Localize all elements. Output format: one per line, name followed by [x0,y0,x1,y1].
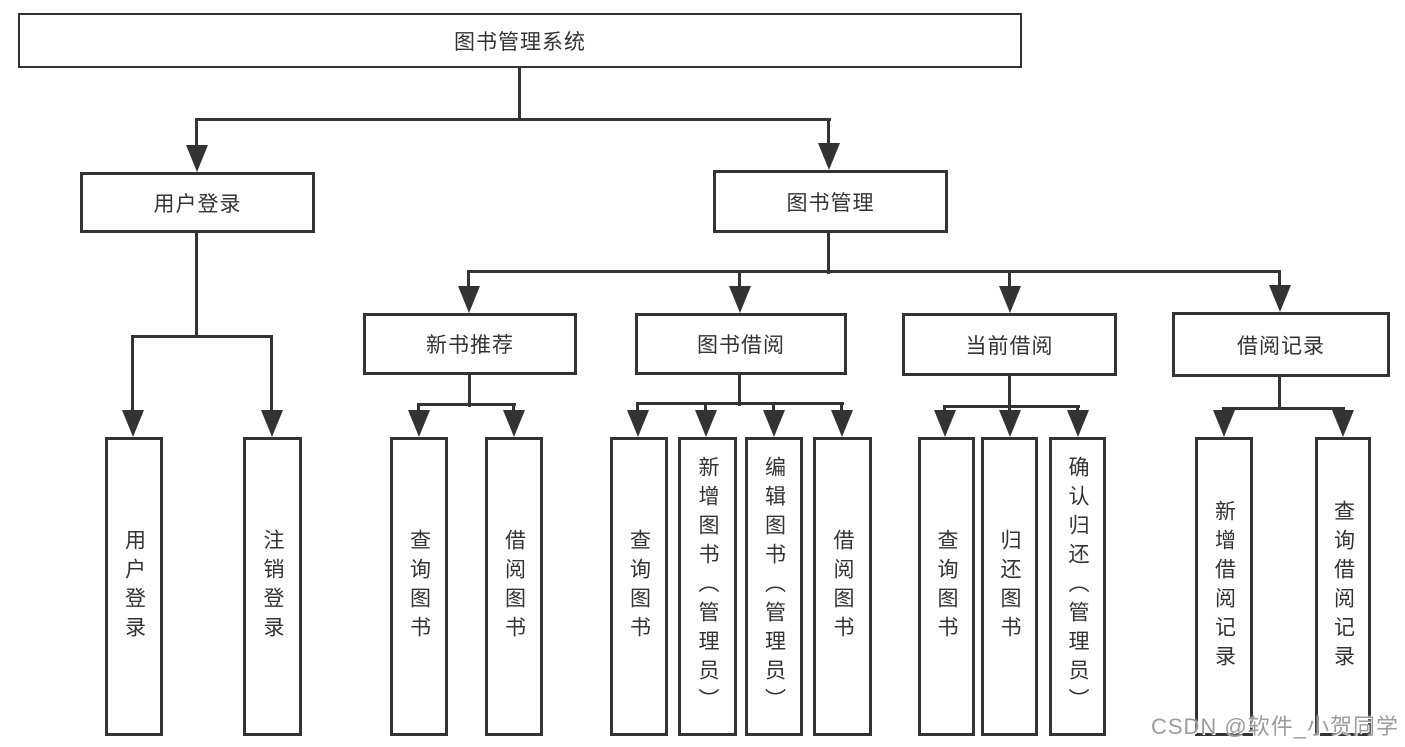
node-borrowing-records: 借阅记录 [1172,312,1390,377]
connector-vline [195,119,198,151]
arrowhead-down-icon [818,143,840,170]
connector-vline [636,403,639,413]
leaf-return-book: 归还图书 [981,437,1038,736]
arrowhead-down-icon [831,410,853,437]
connector-hline [636,402,844,405]
leaf-borrow-books-borrowing: 借阅图书 [813,437,872,736]
connector-hline [467,270,1281,273]
node-user-login: 用户登录 [80,172,315,233]
leaf-confirm-return-admin: 确认归还（管理员） [1049,437,1106,736]
arrowhead-down-icon [1067,410,1089,437]
connector-vline [131,336,134,414]
arrowhead-down-icon [186,145,208,172]
arrowhead-down-icon [122,410,144,437]
arrowhead-down-icon [261,410,283,437]
arrowhead-down-icon [503,410,525,437]
connector-vline [840,403,843,413]
connector-vline [417,404,420,414]
connector-vline [772,403,775,413]
arrowhead-down-icon [999,410,1021,437]
connector-vline [468,375,471,407]
connector-vline [1008,271,1011,289]
arrowhead-down-icon [1213,410,1235,437]
connector-vline [195,233,198,338]
arrowhead-down-icon [763,410,785,437]
arrowhead-down-icon [627,410,649,437]
leaf-logout: 注销登录 [243,437,302,736]
arrowhead-down-icon [408,410,430,437]
arrowhead-down-icon [1332,410,1354,437]
connector-hline [195,118,831,121]
connector-vline [1278,377,1281,410]
arrowhead-down-icon [458,286,480,313]
connector-hline [1222,407,1345,410]
connector-vline [467,271,470,289]
leaf-user-login: 用户登录 [105,437,163,736]
leaf-query-borrow-record: 查询借阅记录 [1315,437,1371,736]
node-library-management-system: 图书管理系统 [18,13,1022,68]
connector-hline [417,403,516,406]
connector-vline [738,375,741,406]
leaf-query-books-borrowing: 查询图书 [610,437,668,736]
leaf-add-borrow-record: 新增借阅记录 [1195,437,1253,736]
arrowhead-down-icon [999,286,1021,313]
arrowhead-down-icon [729,286,751,313]
connector-vline [270,336,273,414]
connector-vline [704,403,707,413]
connector-vline [518,68,521,121]
connector-vline [1008,376,1011,408]
leaf-add-book-admin: 新增图书（管理员） [678,437,737,736]
leaf-borrow-books-recommend: 借阅图书 [485,437,543,736]
leaf-query-books-recommend: 查询图书 [390,437,448,736]
node-book-borrowing: 图书借阅 [635,313,847,375]
connector-vline [512,404,515,414]
watermark: CSDN @软件_小贺同学 [1150,714,1399,739]
node-new-book-recommend: 新书推荐 [363,313,577,375]
connector-vline [827,119,830,149]
leaf-query-books-current: 查询图书 [918,437,975,736]
node-book-management: 图书管理 [713,170,948,233]
connector-hline [131,335,273,338]
connector-vline [1278,271,1281,288]
leaf-edit-book-admin: 编辑图书（管理员） [745,437,803,736]
connector-hline [943,405,1080,408]
arrowhead-down-icon [1269,285,1291,312]
arrowhead-down-icon [695,410,717,437]
arrowhead-down-icon [934,410,956,437]
connector-vline [827,233,830,274]
node-current-borrowing: 当前借阅 [902,313,1117,376]
connector-vline [738,271,741,289]
